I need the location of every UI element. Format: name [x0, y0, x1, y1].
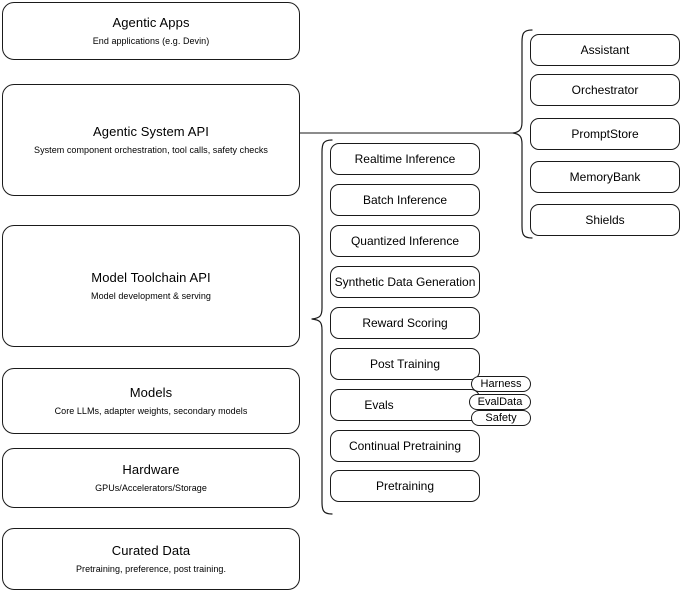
system-component-label: Shields [585, 213, 625, 227]
system-component-orchestrator[interactable]: Orchestrator [530, 74, 680, 106]
layer-title: Models [129, 384, 173, 400]
system-component-label: Assistant [580, 43, 630, 57]
capability-reward-scoring[interactable]: Reward Scoring [330, 307, 480, 339]
capability-evals[interactable]: Evals [330, 389, 480, 421]
brace-system-components [512, 29, 533, 239]
layer-subtitle: System component orchestration, tool cal… [34, 145, 268, 155]
capability-label: Quantized Inference [350, 234, 460, 248]
layer-title: Hardware [122, 461, 180, 477]
evals-badge-label: EvalData [477, 396, 523, 408]
capability-pretraining[interactable]: Pretraining [330, 470, 480, 502]
capability-label: Post Training [369, 357, 441, 371]
system-component-label: Orchestrator [571, 83, 639, 97]
capability-batch-inference[interactable]: Batch Inference [330, 184, 480, 216]
evals-badge-label: Safety [485, 412, 517, 424]
layer-title: Curated Data [111, 542, 191, 558]
evals-badge-label: Harness [480, 378, 522, 390]
capability-label: Batch Inference [362, 193, 448, 207]
evals-badge-safety[interactable]: Safety [471, 410, 531, 426]
layer-subtitle: GPUs/Accelerators/Storage [95, 483, 207, 493]
capability-post-training[interactable]: Post Training [330, 348, 480, 380]
capability-label: Realtime Inference [354, 152, 456, 166]
layer-subtitle: Model development & serving [91, 291, 211, 301]
layer-subtitle: Pretraining, preference, post training. [75, 564, 227, 574]
evals-badge-harness[interactable]: Harness [471, 376, 531, 392]
brace-toolchain-capabilities [311, 139, 333, 515]
system-component-label: MemoryBank [569, 170, 641, 184]
system-component-promptstore[interactable]: PromptStore [530, 118, 680, 150]
system-component-memorybank[interactable]: MemoryBank [530, 161, 680, 193]
capability-quantized-inference[interactable]: Quantized Inference [330, 225, 480, 257]
layer-box-curated-data[interactable]: Curated Data Pretraining, preference, po… [2, 528, 300, 590]
layer-box-hardware[interactable]: Hardware GPUs/Accelerators/Storage [2, 448, 300, 508]
capability-label: Pretraining [375, 479, 435, 493]
evals-badge-evaldata[interactable]: EvalData [469, 394, 531, 410]
layer-box-models[interactable]: Models Core LLMs, adapter weights, secon… [2, 368, 300, 434]
layer-title: Agentic Apps [112, 14, 190, 30]
capability-label: Evals [364, 398, 394, 412]
system-component-label: PromptStore [571, 127, 639, 141]
layer-title: Agentic System API [93, 123, 209, 139]
layer-title: Model Toolchain API [91, 269, 211, 285]
layer-box-agentic-apps[interactable]: Agentic Apps End applications (e.g. Devi… [2, 2, 300, 60]
capability-label: Continual Pretraining [348, 439, 462, 453]
layer-box-model-toolchain-api[interactable]: Model Toolchain API Model development & … [2, 225, 300, 347]
system-component-shields[interactable]: Shields [530, 204, 680, 236]
capability-label: Reward Scoring [362, 316, 448, 330]
layer-box-agentic-system-api[interactable]: Agentic System API System component orch… [2, 84, 300, 196]
capability-synthetic-data-generation[interactable]: Synthetic Data Generation [330, 266, 480, 298]
system-component-assistant[interactable]: Assistant [530, 34, 680, 66]
capability-continual-pretraining[interactable]: Continual Pretraining [330, 430, 480, 462]
layer-subtitle: Core LLMs, adapter weights, secondary mo… [54, 406, 248, 416]
capability-realtime-inference[interactable]: Realtime Inference [330, 143, 480, 175]
capability-label: Synthetic Data Generation [334, 275, 476, 289]
layer-subtitle: End applications (e.g. Devin) [92, 36, 210, 46]
